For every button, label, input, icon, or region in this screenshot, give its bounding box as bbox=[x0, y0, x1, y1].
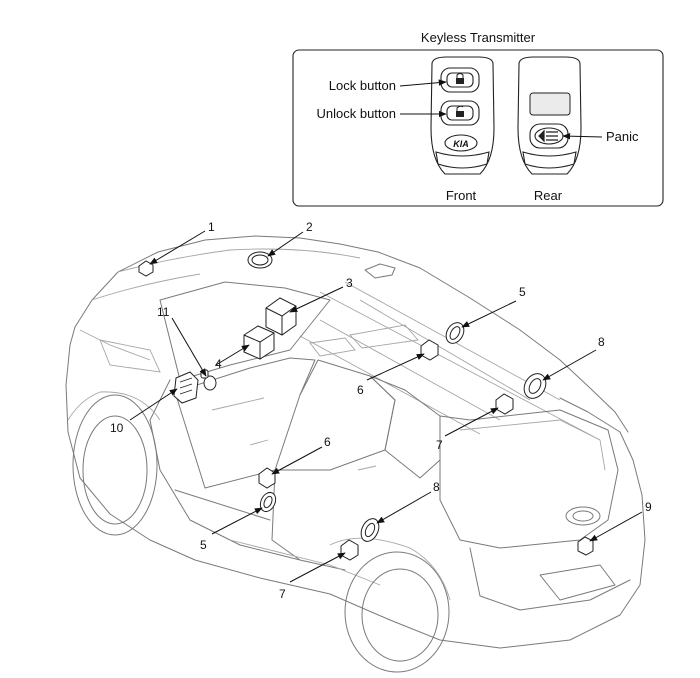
part-6-door-label: 6 bbox=[324, 435, 331, 449]
part-3-shape bbox=[265, 297, 297, 336]
part-1-leader bbox=[149, 230, 206, 265]
part-5-roof-leader bbox=[461, 300, 517, 328]
part-callouts: 1 2 3 4 5 5 6 6 7 7 8 8 9 10 11 bbox=[110, 220, 652, 601]
part-7-roof-label: 7 bbox=[436, 438, 443, 452]
part-9-shape bbox=[577, 536, 594, 556]
panic-button-leader bbox=[562, 132, 603, 140]
part-11-label: 11 bbox=[157, 305, 170, 319]
part-5-door-label: 5 bbox=[200, 538, 207, 552]
part-7-door-label: 7 bbox=[279, 587, 286, 601]
inset-frame bbox=[292, 49, 664, 207]
transmitter-rear-image bbox=[517, 56, 582, 175]
part-5-door-shape bbox=[259, 491, 277, 513]
part-8-door-leader bbox=[376, 491, 432, 524]
part-7-door-shape bbox=[340, 539, 359, 561]
part-7-roof-leader bbox=[444, 407, 499, 437]
lock-button-label: Lock button bbox=[329, 78, 396, 93]
lock-button-leader bbox=[399, 79, 447, 87]
part-10-shape bbox=[173, 371, 199, 404]
unlock-button-label: Unlock button bbox=[317, 106, 397, 121]
part-5-roof-shape bbox=[445, 322, 465, 344]
front-view-label: Front bbox=[446, 188, 477, 203]
panic-button-label: Panic bbox=[606, 129, 639, 144]
part-10-label: 10 bbox=[110, 421, 124, 435]
part-9-label: 9 bbox=[645, 500, 652, 514]
transmitter-front-image: KIA bbox=[430, 56, 495, 175]
part-8-rear-shape bbox=[523, 373, 547, 399]
part-10-leader bbox=[129, 388, 178, 421]
part-6-door-shape bbox=[258, 467, 276, 489]
part-5-door-leader bbox=[211, 507, 263, 535]
inset-title: Keyless Transmitter bbox=[421, 30, 536, 45]
part-5-roof-label: 5 bbox=[519, 285, 526, 299]
kia-logo-text: KIA bbox=[453, 139, 469, 149]
part-3-leader bbox=[289, 286, 344, 313]
part-3-label: 3 bbox=[346, 276, 353, 290]
part-4-shape bbox=[243, 325, 275, 360]
part-4-label: 4 bbox=[215, 357, 222, 371]
part-1-label: 1 bbox=[208, 220, 215, 234]
part-8-door-shape bbox=[360, 518, 380, 542]
keyless-transmitter-inset: Keyless Transmitter KIA Lock bbox=[292, 30, 664, 207]
part-8-rear-leader bbox=[542, 349, 597, 381]
part-6-door-leader bbox=[271, 446, 323, 475]
part-7-roof-shape bbox=[495, 393, 514, 415]
vehicle-outline bbox=[65, 235, 646, 673]
rear-view-label: Rear bbox=[534, 188, 563, 203]
part-shapes bbox=[138, 251, 594, 561]
part-6-roof-shape bbox=[420, 339, 439, 361]
part-8-door-label: 8 bbox=[433, 480, 440, 494]
part-11-shape bbox=[200, 369, 217, 391]
part-4-leader bbox=[215, 344, 250, 366]
part-2-label: 2 bbox=[306, 220, 313, 234]
part-6-roof-label: 6 bbox=[357, 383, 364, 397]
part-11-leader bbox=[171, 317, 207, 377]
part-2-leader bbox=[267, 231, 304, 257]
part-7-door-leader bbox=[289, 552, 346, 583]
part-1-shape bbox=[138, 260, 154, 277]
part-8-rear-label: 8 bbox=[598, 335, 605, 349]
part-9-leader bbox=[589, 511, 643, 542]
part-6-roof-leader bbox=[366, 353, 425, 381]
